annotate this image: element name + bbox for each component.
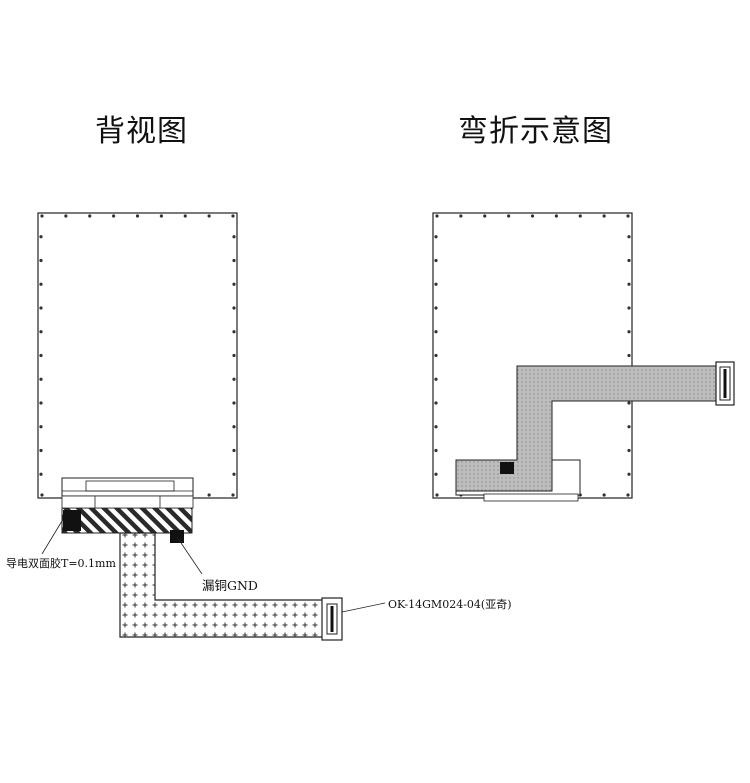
tab-mark <box>159 214 163 218</box>
tab-mark <box>40 493 44 497</box>
tab-mark <box>627 448 631 453</box>
lcd-module-back-outline <box>37 212 238 499</box>
connector-part-annotation: OK-14GM024-04(亚奇) <box>388 598 512 611</box>
tab-mark <box>626 214 630 218</box>
tab-mark <box>602 493 606 497</box>
tab-mark <box>39 377 43 381</box>
back-view-title: 背视图 <box>95 114 188 149</box>
tab-mark <box>459 214 463 218</box>
tab-mark <box>434 258 438 263</box>
tab-mark <box>39 425 43 429</box>
tab-mark <box>39 235 43 239</box>
tab-mark <box>232 330 236 334</box>
tab-mark <box>135 214 140 218</box>
tab-mark <box>64 214 68 218</box>
tab-mark <box>39 448 43 453</box>
tab-mark <box>231 214 235 218</box>
copper-gnd-annotation: 漏铜GND <box>202 578 258 593</box>
conductive-adhesive-tape <box>61 507 193 534</box>
bend-view-title: 弯折示意图 <box>458 114 613 149</box>
tab-mark <box>39 258 43 263</box>
tab-mark <box>434 448 438 453</box>
tab-mark <box>627 235 631 239</box>
tab-mark <box>434 472 438 476</box>
tab-mark <box>434 425 438 429</box>
tab-mark <box>435 493 439 497</box>
tab-mark <box>232 472 236 476</box>
tab-mark <box>434 282 438 286</box>
tab-mark <box>627 353 631 358</box>
tab-mark <box>530 214 535 218</box>
tab-mark <box>232 377 236 381</box>
bend-view-drawing <box>432 212 735 502</box>
exposed-copper-gnd-pad <box>170 530 184 543</box>
tab-mark <box>39 353 43 358</box>
tab-mark <box>434 330 438 334</box>
tab-mark <box>183 214 187 218</box>
tab-mark <box>507 214 511 218</box>
tab-mark <box>434 401 438 405</box>
tab-mark <box>232 353 236 358</box>
tab-mark <box>39 282 43 286</box>
tab-mark <box>626 493 630 497</box>
tab-mark <box>434 377 438 381</box>
tab-mark <box>232 401 236 405</box>
gnd-pad-folded <box>500 462 514 474</box>
tab-mark <box>231 493 235 497</box>
tab-mark <box>232 235 236 239</box>
tab-mark <box>627 282 631 286</box>
tab-mark <box>39 472 43 476</box>
tab-mark <box>627 472 631 476</box>
tab-mark <box>627 401 631 405</box>
tab-mark <box>232 306 236 310</box>
tab-mark <box>435 214 439 218</box>
tab-mark <box>207 493 211 497</box>
tab-mark <box>39 401 43 405</box>
tab-mark <box>232 425 236 429</box>
tab-mark <box>232 258 236 263</box>
back-view-drawing <box>37 212 386 641</box>
tab-mark <box>578 214 582 218</box>
tab-mark <box>207 214 211 218</box>
tab-mark <box>434 306 438 310</box>
tab-mark <box>434 235 438 239</box>
tab-mark <box>483 214 487 218</box>
tab-mark <box>627 258 631 263</box>
tab-mark <box>232 282 236 286</box>
tab-mark <box>40 214 44 218</box>
tab-mark <box>39 330 43 334</box>
tab-mark <box>627 330 631 334</box>
tab-mark <box>88 214 92 218</box>
tab-mark <box>39 306 43 310</box>
tab-mark <box>627 306 631 310</box>
tab-mark <box>627 425 631 429</box>
ground-pad-left <box>63 510 81 531</box>
tab-mark <box>434 353 438 358</box>
tab-mark <box>112 214 116 218</box>
tab-mark <box>554 214 558 218</box>
tab-mark <box>232 448 236 453</box>
adhesive-annotation: 导电双面胶T=0.1mm <box>6 557 116 570</box>
tab-mark <box>602 214 606 218</box>
